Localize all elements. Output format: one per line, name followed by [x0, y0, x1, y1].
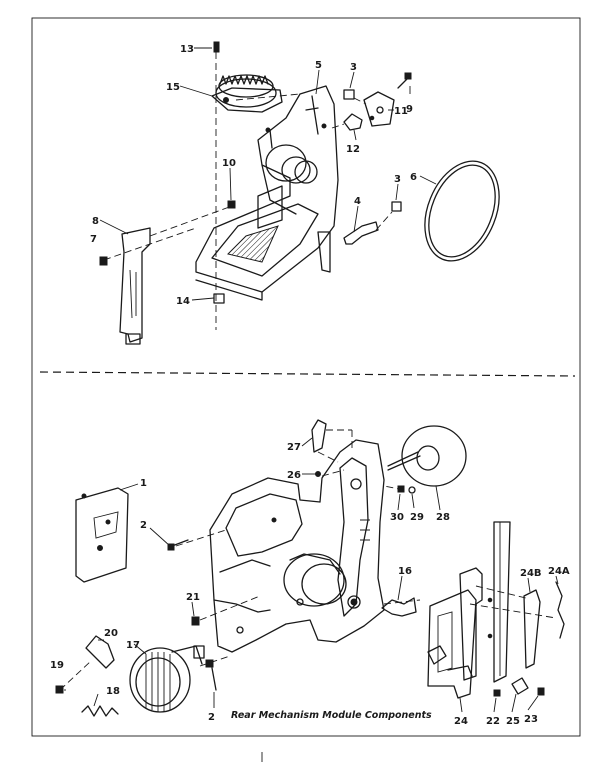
label-26: 26	[287, 470, 301, 481]
part-8-side-bracket	[119, 227, 151, 345]
part-6-drive-belt	[424, 160, 500, 262]
label-7: 7	[90, 234, 97, 245]
label-10: 10	[222, 158, 236, 169]
label-2-upper: 2	[140, 520, 147, 531]
label-25: 25	[506, 716, 520, 727]
part-10-nut	[227, 200, 236, 209]
lower-assembly: 27 26 28 29 30 1 2 16 24B 24A 21 20 17 1…	[50, 419, 570, 727]
part-13-screw	[213, 41, 220, 330]
part-2-screw-lower	[205, 659, 217, 691]
label-23: 23	[524, 714, 538, 725]
label-22: 22	[486, 716, 500, 727]
part-29-washer	[408, 486, 416, 494]
section-separator	[39, 371, 576, 377]
label-21: 21	[186, 592, 200, 603]
label-17: 17	[126, 640, 140, 651]
part-24-slide-bracket	[427, 521, 511, 699]
label-28: 28	[436, 512, 450, 523]
part-28-reel-disc	[387, 425, 467, 487]
label-11: 11	[394, 106, 408, 117]
label-27: 27	[287, 442, 301, 453]
part-2-screw-upper	[167, 539, 189, 551]
label-3-lower: 3	[394, 174, 401, 185]
label-13: 13	[180, 44, 194, 55]
label-24b: 24B	[520, 568, 542, 579]
part-3-nut-upper	[343, 89, 355, 100]
part-4-lever	[343, 221, 379, 245]
label-29: 29	[410, 512, 424, 523]
part-19-screw	[55, 685, 64, 694]
part-16-clip	[381, 597, 417, 617]
upper-assembly: 13 15 5 3 11 9 12 10 3 6 4 8 7 14	[90, 41, 500, 345]
part-27-arm	[311, 419, 327, 453]
label-24a: 24A	[548, 566, 570, 577]
label-3-upper: 3	[350, 62, 357, 73]
part-17-knob	[129, 645, 205, 713]
part-14-nut	[213, 293, 225, 304]
label-14: 14	[176, 296, 190, 307]
part-18-spring	[81, 705, 119, 717]
part-15-gear-ring	[211, 74, 283, 113]
part-23-screw	[537, 687, 545, 696]
part-24a-spring	[555, 581, 565, 639]
label-24: 24	[454, 716, 468, 727]
label-19: 19	[50, 660, 64, 671]
label-2-lower: 2	[208, 712, 215, 723]
part-20-lever	[85, 635, 115, 669]
part-3-nut-lower	[391, 201, 402, 212]
label-6: 6	[410, 172, 417, 183]
label-5: 5	[315, 60, 322, 71]
part-5-main-housing	[195, 85, 339, 301]
label-9: 9	[406, 104, 413, 115]
part-9-screw	[397, 72, 412, 89]
part-7-screw	[99, 256, 108, 266]
part-1-plate	[75, 487, 129, 583]
part-12-clip	[343, 113, 363, 131]
label-12: 12	[346, 144, 360, 155]
part-22-nut	[493, 689, 501, 697]
part-11-bracket	[363, 91, 395, 127]
label-18: 18	[106, 686, 120, 697]
main-frame	[209, 439, 385, 653]
label-4: 4	[354, 196, 361, 207]
page-frame	[31, 17, 581, 737]
part-26-pin	[315, 471, 321, 477]
label-16: 16	[398, 566, 412, 577]
part-25-clip	[511, 677, 529, 695]
label-15: 15	[166, 82, 180, 93]
label-1: 1	[140, 478, 147, 489]
part-24b-bracket	[523, 589, 541, 669]
label-20: 20	[104, 628, 118, 639]
label-8: 8	[92, 216, 99, 227]
part-21-nut	[191, 616, 200, 626]
diagram-caption: Rear Mechanism Module Components	[231, 710, 432, 721]
label-30: 30	[390, 512, 404, 523]
